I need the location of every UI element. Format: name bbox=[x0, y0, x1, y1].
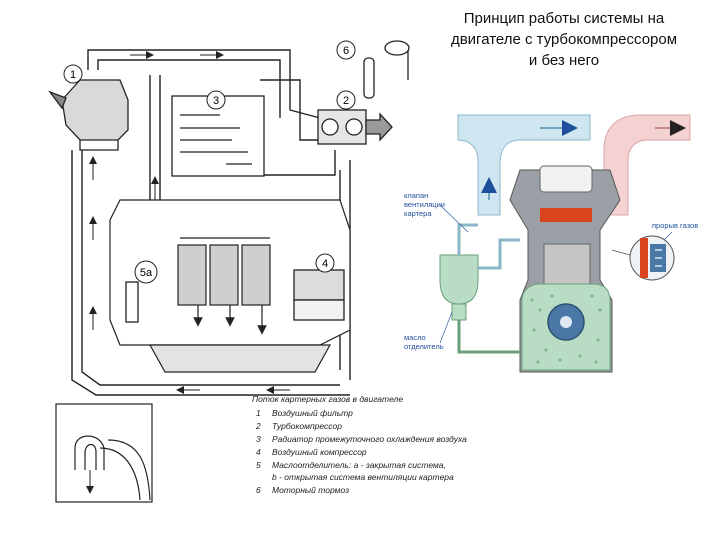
callout-3: 3 bbox=[206, 90, 226, 110]
callout-4: 4 bbox=[315, 253, 335, 273]
svg-text:Турбокомпрессор: Турбокомпрессор bbox=[272, 421, 342, 431]
oil-separator-5a bbox=[125, 281, 139, 323]
svg-text:b - открытая система вентиляци: b - открытая система вентиляции картера bbox=[272, 472, 454, 482]
callout-6-label: 6 bbox=[343, 45, 349, 57]
legend-heading: Поток картерных газов в двигателе bbox=[252, 394, 403, 404]
exhaust-duct bbox=[603, 114, 691, 216]
svg-text:4: 4 bbox=[256, 447, 261, 457]
legend-item-3: 3 Радиатор промежуточного охлаждения воз… bbox=[256, 434, 467, 444]
callout-3-label: 3 bbox=[213, 95, 219, 107]
callout-2-label: 2 bbox=[343, 95, 349, 107]
separator-label: масло отделитель bbox=[404, 333, 444, 351]
oil-dots bbox=[530, 294, 602, 364]
svg-text:Радиатор промежуточного охлажд: Радиатор промежуточного охлаждения возду… bbox=[272, 434, 467, 444]
legend-item-6: 6 Моторный тормоз bbox=[256, 485, 349, 495]
svg-text:Моторный тормоз: Моторный тормоз bbox=[272, 485, 349, 495]
turbocharger bbox=[317, 109, 393, 145]
air-compressor bbox=[293, 269, 345, 321]
svg-text:масло: масло bbox=[404, 333, 426, 342]
svg-text:картера: картера bbox=[404, 209, 432, 218]
callout-4-label: 4 bbox=[322, 258, 328, 270]
callout-2: 2 bbox=[336, 90, 356, 110]
legend-item-4: 4 Воздушный компрессор bbox=[256, 447, 367, 457]
svg-text:Воздушный фильтр: Воздушный фильтр bbox=[272, 408, 353, 418]
svg-text:отделитель: отделитель bbox=[404, 342, 444, 351]
svg-text:Маслоотделитель: а - закрытая: Маслоотделитель: а - закрытая система, bbox=[272, 460, 446, 470]
blowby-label: прорыв газов bbox=[652, 221, 698, 230]
legend-item-5: 5 Маслоотделитель: а - закрытая система, bbox=[256, 460, 446, 470]
page-title: Принцип работы системы на двигателе с ту… bbox=[450, 10, 678, 69]
legend: Поток картерных газов в двигателе 1 Возд… bbox=[252, 394, 467, 495]
callout-5a: 5a bbox=[134, 260, 158, 284]
inset-open-system bbox=[55, 403, 153, 503]
blowby-detail bbox=[629, 235, 675, 281]
svg-text:5: 5 bbox=[256, 460, 261, 470]
oil-separator bbox=[439, 223, 520, 354]
callout-1: 1 bbox=[63, 64, 83, 84]
svg-text:2: 2 bbox=[255, 421, 261, 431]
svg-text:клапан: клапан bbox=[404, 191, 428, 200]
svg-text:6: 6 bbox=[256, 485, 261, 495]
valve-label: клапан вентиляции картера bbox=[404, 191, 445, 218]
svg-text:Воздушный компрессор: Воздушный компрессор bbox=[272, 447, 367, 457]
callout-6: 6 bbox=[336, 40, 356, 60]
svg-text:вентиляции: вентиляции bbox=[404, 200, 445, 209]
callout-1-label: 1 bbox=[70, 69, 76, 81]
legend-item-2: 2 Турбокомпрессор bbox=[255, 421, 342, 431]
svg-text:1: 1 bbox=[256, 408, 261, 418]
svg-text:3: 3 bbox=[256, 434, 261, 444]
right-illustration: клапан вентиляции картера масло отделите… bbox=[404, 114, 698, 373]
legend-item-5b: b - открытая система вентиляции картера bbox=[272, 472, 454, 482]
engine-brake bbox=[363, 40, 410, 99]
legend-item-1: 1 Воздушный фильтр bbox=[256, 408, 353, 418]
engine-block bbox=[109, 199, 351, 373]
air-filter bbox=[48, 79, 129, 151]
callout-5a-label: 5a bbox=[140, 267, 153, 279]
